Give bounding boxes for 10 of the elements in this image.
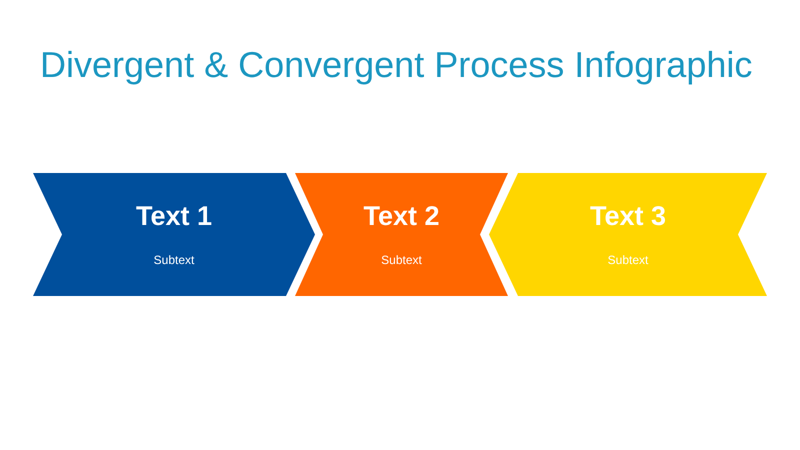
step-subtext: Subtext <box>154 253 194 267</box>
step-subtext: Subtext <box>381 253 422 267</box>
step-heading: Text 3 <box>590 201 666 231</box>
chevron-shape <box>295 173 508 296</box>
step-heading: Text 1 <box>136 201 212 231</box>
chevron-shape <box>33 173 315 296</box>
title: Divergent & Convergent Process Infographic <box>40 44 752 86</box>
step-heading: Text 2 <box>363 201 440 231</box>
chevron-shape <box>489 173 767 296</box>
step-subtext: Subtext <box>608 253 648 267</box>
